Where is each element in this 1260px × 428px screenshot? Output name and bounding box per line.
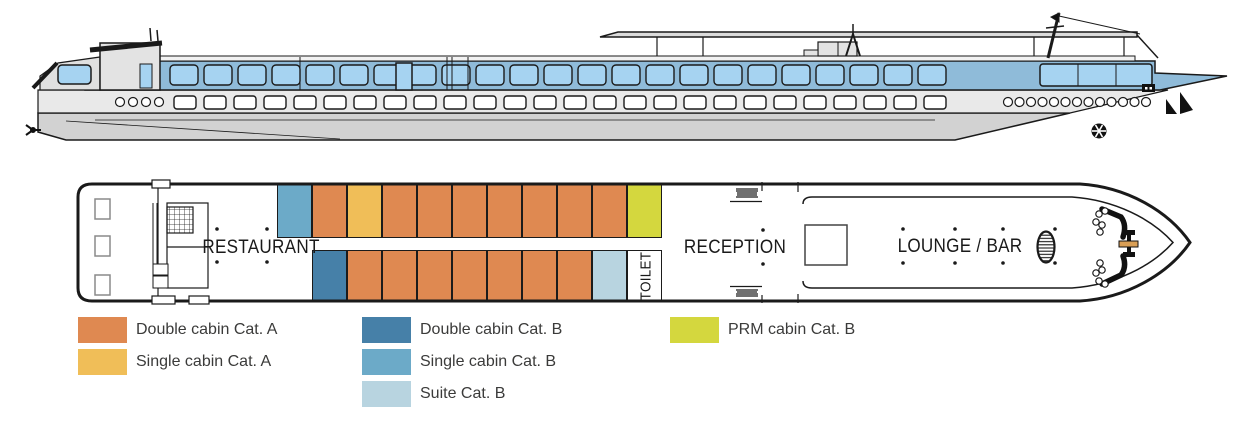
cabin-cell-double_a [452, 250, 487, 302]
ship-side-view-illustration [25, 12, 1228, 141]
ship-sundeck [599, 24, 1159, 59]
stern-interior [94, 179, 210, 305]
legend-label-double_a: Double cabin Cat. A [136, 321, 278, 338]
legend-label-single_b: Single cabin Cat. B [420, 353, 557, 370]
legend-column-prm: PRM cabin Cat. B [670, 317, 855, 349]
legend-swatch-double_a [78, 317, 127, 343]
elevator-shaft [804, 224, 848, 266]
legend-item-prm_b: PRM cabin Cat. B [670, 317, 855, 343]
cabin-cell-suite_b [592, 250, 627, 302]
restaurant-label: RESTAURANT [202, 237, 320, 258]
cabin-row-top [277, 184, 662, 238]
legend-item-single_a: Single cabin Cat. A [78, 349, 277, 375]
main-deck-windows [173, 95, 947, 110]
bow-table [1118, 230, 1139, 257]
bow-thruster-icon [1091, 123, 1107, 139]
legend-swatch-single_b [362, 349, 411, 375]
stairs-icon [730, 285, 762, 297]
cabin-cell-double_a [522, 250, 557, 302]
stairs-icon [730, 188, 762, 203]
ship-mast [1045, 12, 1141, 59]
cabin-cell-double_a [382, 250, 417, 302]
legend-swatch-suite_b [362, 381, 411, 407]
cabin-cell-double_a [557, 184, 592, 238]
stairs-icon [166, 206, 194, 234]
legend-column-cat-b: Double cabin Cat. B Single cabin Cat. B Su… [362, 317, 562, 413]
upper-deck-windows [169, 64, 947, 86]
cabin-cell-prm_b [627, 184, 662, 238]
cabin-cell-double_a [312, 184, 347, 238]
cabin-cell-double_a [417, 250, 452, 302]
lounge-bar-label: LOUNGE / BAR [897, 236, 1023, 257]
cabin-row-bottom [312, 250, 662, 302]
cabin-cell-double_a [487, 184, 522, 238]
bow-flag-icon [1142, 84, 1155, 92]
legend-item-single_b: Single cabin Cat. B [362, 349, 562, 375]
cabin-cell-single_b [277, 184, 312, 238]
cabin-cell-double_a [382, 184, 417, 238]
legend-item-double_a: Double cabin Cat. A [78, 317, 277, 343]
ship-details [65, 57, 1153, 140]
cabin-cell-single_a [347, 184, 382, 238]
legend-label-prm_b: PRM cabin Cat. B [728, 321, 856, 338]
legend-label-single_a: Single cabin Cat. A [136, 353, 272, 370]
legend-swatch-prm_b [670, 317, 719, 343]
reception-label: RECEPTION [683, 237, 787, 258]
legend-item-suite_b: Suite Cat. B [362, 381, 562, 407]
legend-swatch-single_a [78, 349, 127, 375]
cabin-cell-double_a [592, 184, 627, 238]
cabin-cell-double_a [452, 184, 487, 238]
anchor-sail-icon [1166, 92, 1193, 114]
cabin-cell-double_a [417, 184, 452, 238]
cabin-cell-double_a [487, 250, 522, 302]
stern-propeller-icon [25, 124, 41, 136]
bar-counter [1036, 230, 1056, 264]
legend-swatch-double_b [362, 317, 411, 343]
bow-seating [1092, 206, 1139, 288]
legend-item-double_b: Double cabin Cat. B [362, 317, 562, 343]
legend-label-double_b: Double cabin Cat. B [420, 321, 563, 338]
toilet-label: TOILET [637, 251, 655, 301]
cabin-cell-double_a [522, 184, 557, 238]
ship-stern-superstructure [31, 27, 163, 91]
legend-column-cat-a: Double cabin Cat. A Single cabin Cat. A [78, 317, 277, 381]
portholes [114, 96, 1152, 108]
cabin-cell-double_a [557, 250, 592, 302]
cabin-cell-double_a [347, 250, 382, 302]
legend-label-suite_b: Suite Cat. B [420, 385, 506, 402]
